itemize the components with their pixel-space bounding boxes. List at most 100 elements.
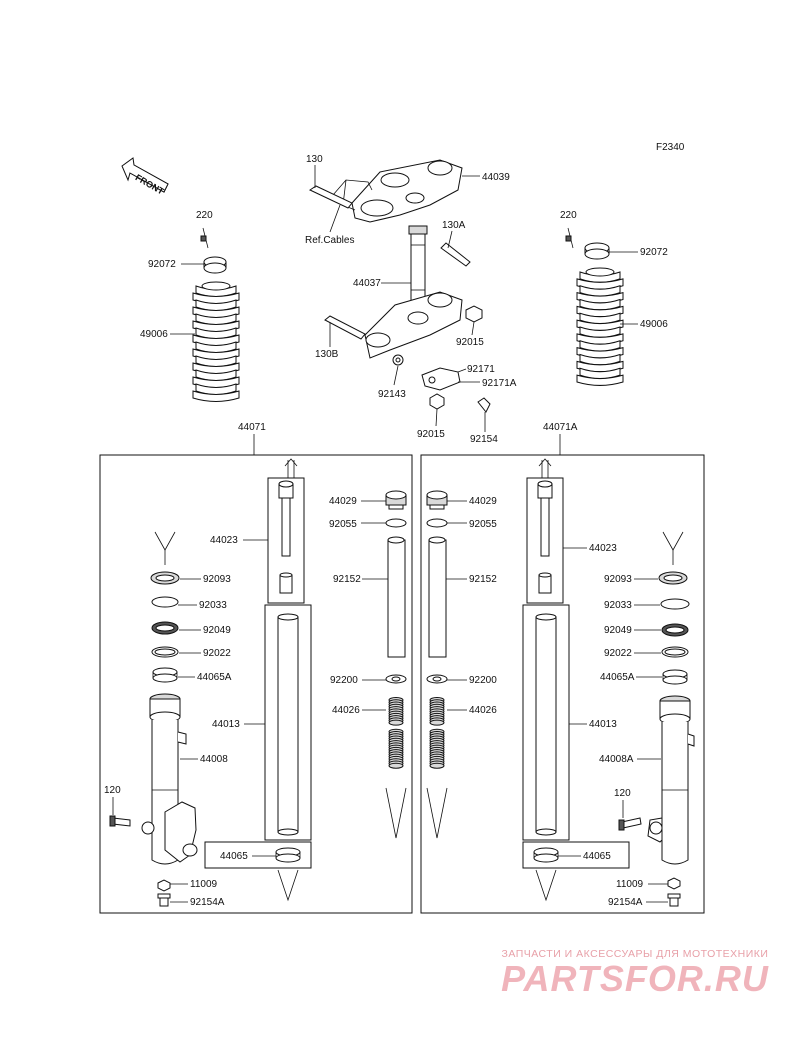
inner-tube-left [264,604,312,841]
washer-92200-left [385,674,407,684]
boot-49006-right [576,267,624,386]
label-ref-cables: Ref.Cables [305,235,354,246]
oring-92055-left [385,518,407,528]
label-92171: 92171 [467,364,495,375]
label-92200-right: 92200 [469,675,497,686]
label-92143: 92143 [378,389,406,400]
spring-44026-right [429,697,445,769]
clamp-92072-right [584,242,610,260]
label-44029-right: 44029 [469,496,497,507]
label-92049-right: 92049 [604,625,632,636]
label-92072-right: 92072 [640,247,668,258]
label-130: 130 [306,154,323,165]
spring-44026-left [388,697,404,769]
bolt-120-right [618,817,642,831]
clamp-92072-left [203,256,227,274]
label-44071: 44071 [238,422,266,433]
bolt-120-left [109,815,131,827]
label-92171A: 92171A [482,378,517,389]
bolt-92154A-right [667,893,681,907]
label-44039: 44039 [482,172,510,183]
oil-seal-92049-left [151,621,179,635]
washer-92022-right [661,646,689,658]
guide-bush-44065-right [533,847,559,902]
label-92200-left: 92200 [330,675,358,686]
seal-guide-right [662,531,684,565]
label-120-right: 120 [614,788,631,799]
label-92154A-left: 92154A [190,897,225,908]
nut-92015-top [465,305,483,323]
label-92072-left: 92072 [148,259,176,270]
label-92152-left: 92152 [333,574,361,585]
bolt-130B [324,315,366,340]
screw-220-left [200,227,209,249]
dust-seal-92093-right [658,571,688,585]
label-92015-bottom: 92015 [417,429,445,440]
dust-seal-92093-left [150,571,180,585]
label-220-left: 220 [196,210,213,221]
outer-tube-44008A [647,695,695,865]
oring-92055-right [426,518,448,528]
label-92049-left: 92049 [203,625,231,636]
label-44065-left: 44065 [220,851,248,862]
watermark: ЗАПЧАСТИ И АКСЕССУАРЫ ДЛЯ МОТОТЕХНИКИ PA… [480,948,790,998]
label-92022-right: 92022 [604,648,632,659]
damper-cylinder-right [526,458,564,604]
label-92055-left: 92055 [329,519,357,530]
assembly-box-right [420,454,705,914]
label-44065-right: 44065 [583,851,611,862]
spacer-92152-right [428,536,447,658]
label-92093-right: 92093 [604,574,632,585]
bush-44065A-left [152,667,178,683]
label-44008: 44008 [200,754,228,765]
spacer-92152-left [387,536,406,658]
watermark-logo: PARTSFOR.RU [501,958,769,999]
washer-92200-right [426,674,448,684]
bolt-92154A-left [157,893,171,907]
label-44008A-right: 44008A [599,754,634,765]
nut-92015-bottom [429,393,445,410]
diagram-code: F2340 [656,142,685,153]
washer-11009-right [667,877,681,890]
label-44013-left: 44013 [212,719,240,730]
clamp-92171 [421,367,461,391]
bush-44065A-right [662,669,688,685]
label-92154: 92154 [470,434,498,445]
front-arrow-icon: FRONT [121,157,169,197]
label-11009-left: 11009 [190,879,218,890]
label-92033-left: 92033 [199,600,227,611]
bolt-130A [440,242,471,267]
inner-tube-right [522,604,570,841]
label-92015-top: 92015 [456,337,484,348]
label-220-right: 220 [560,210,577,221]
label-130B: 130B [315,349,339,360]
boot-49006-left [192,281,240,402]
cap-44029-right [426,490,448,510]
bolt-92154 [477,397,491,413]
circlip-92033-left [151,596,179,608]
label-49006-left: 49006 [140,329,168,340]
label-120-left: 120 [104,785,121,796]
damper-cylinder-left [267,458,305,604]
bolt-130 [308,185,353,209]
label-44065A-left: 44065A [197,672,232,683]
screw-220-right [565,227,574,249]
washer-92022-left [151,646,179,658]
label-92022-left: 92022 [203,648,231,659]
oil-seal-92049-right [661,623,689,637]
label-92055-right: 92055 [469,519,497,530]
lower-bracket [364,291,463,359]
seal-guide-left [154,531,176,565]
label-44023-left: 44023 [210,535,238,546]
label-92093-left: 92093 [203,574,231,585]
label-49006-right: 49006 [640,319,668,330]
label-92152-right: 92152 [469,574,497,585]
label-44013-right: 44013 [589,719,617,730]
label-44071A: 44071A [543,422,578,433]
circlip-92033-right [660,598,690,610]
label-11009-right: 11009 [616,879,644,890]
stem-shaft [408,225,428,303]
washer-11009-left [157,879,171,892]
label-44023-right: 44023 [589,543,617,554]
label-130A: 130A [442,220,466,231]
